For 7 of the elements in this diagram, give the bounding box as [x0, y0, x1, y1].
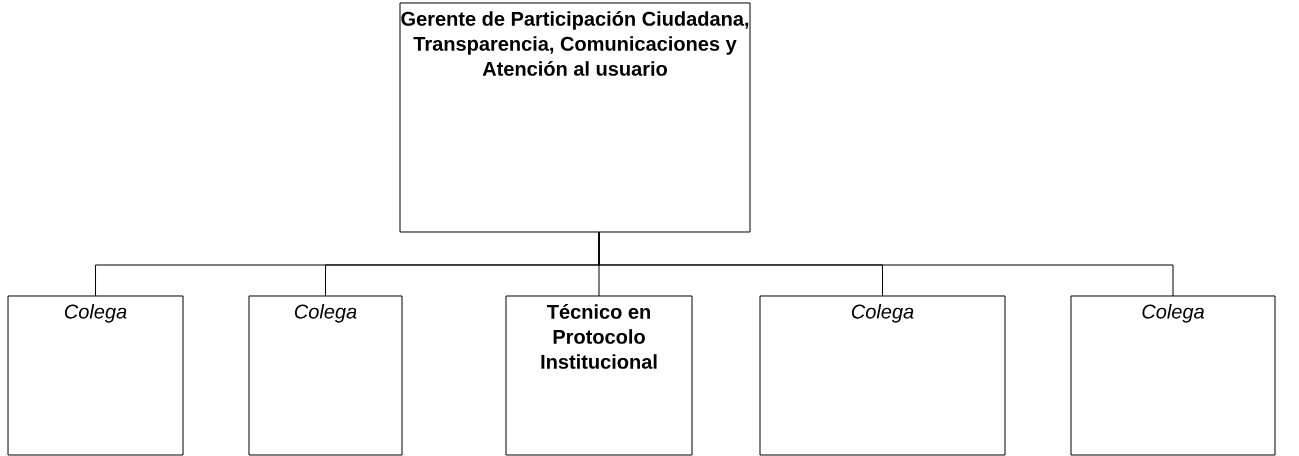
org-box: Gerente de Participación Ciudadana, Transparencia, Comunicaciones y Atención al usuario	[399, 2, 751, 233]
org-box: Técnico en Protocolo Institucional	[505, 295, 693, 456]
org-box: Colega	[759, 295, 1006, 456]
org-box: Colega	[7, 295, 184, 456]
org-box: Colega	[248, 295, 403, 456]
connector-line	[598, 231, 1174, 297]
org-box: Colega	[1070, 295, 1276, 456]
